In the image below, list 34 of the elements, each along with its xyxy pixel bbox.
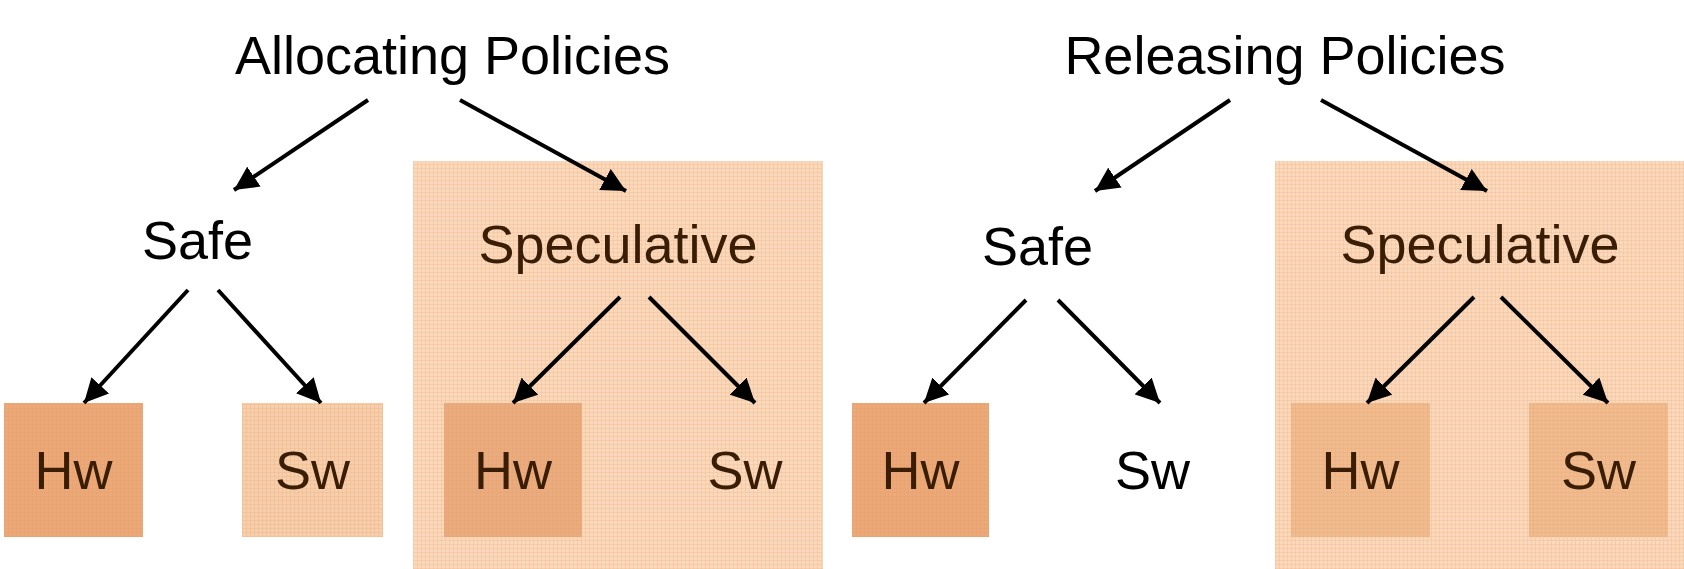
shaded-box (4, 403, 143, 537)
shaded-box (852, 403, 989, 537)
arrow (1499, 295, 1610, 405)
arrow (216, 288, 323, 405)
shaded-panel (1275, 161, 1684, 569)
arrow (1093, 98, 1232, 193)
box-label: Hw (33, 438, 114, 502)
arrow (1365, 295, 1476, 405)
arrow (1320, 98, 1488, 193)
shaded-box (242, 403, 383, 537)
arrow (82, 288, 190, 405)
arrow (647, 295, 757, 405)
tree-label: Sw (700, 403, 790, 537)
tree-label: Speculative (1295, 191, 1665, 297)
box-label: Hw (473, 438, 553, 502)
shaded-box (1529, 403, 1668, 537)
box-label: Sw (274, 438, 351, 502)
shaded-panel (413, 161, 823, 569)
box-label: Hw (1320, 438, 1401, 502)
shaded-box (1291, 403, 1430, 537)
tree-label: Safe (955, 191, 1120, 300)
arrow (1056, 298, 1162, 405)
tree-label: Releasing Policies (1020, 10, 1550, 100)
arrow (459, 98, 627, 193)
arrow (232, 98, 370, 192)
arrow (922, 298, 1028, 405)
shaded-box (444, 403, 582, 537)
box-label: Sw (1560, 438, 1637, 502)
box-label: Hw (880, 438, 961, 502)
tree-label: Speculative (433, 191, 803, 297)
tree-label: Sw (1095, 403, 1210, 537)
arrow (511, 295, 622, 405)
tree-label: Allocating Policies (190, 10, 715, 100)
tree-label: Safe (120, 190, 275, 290)
